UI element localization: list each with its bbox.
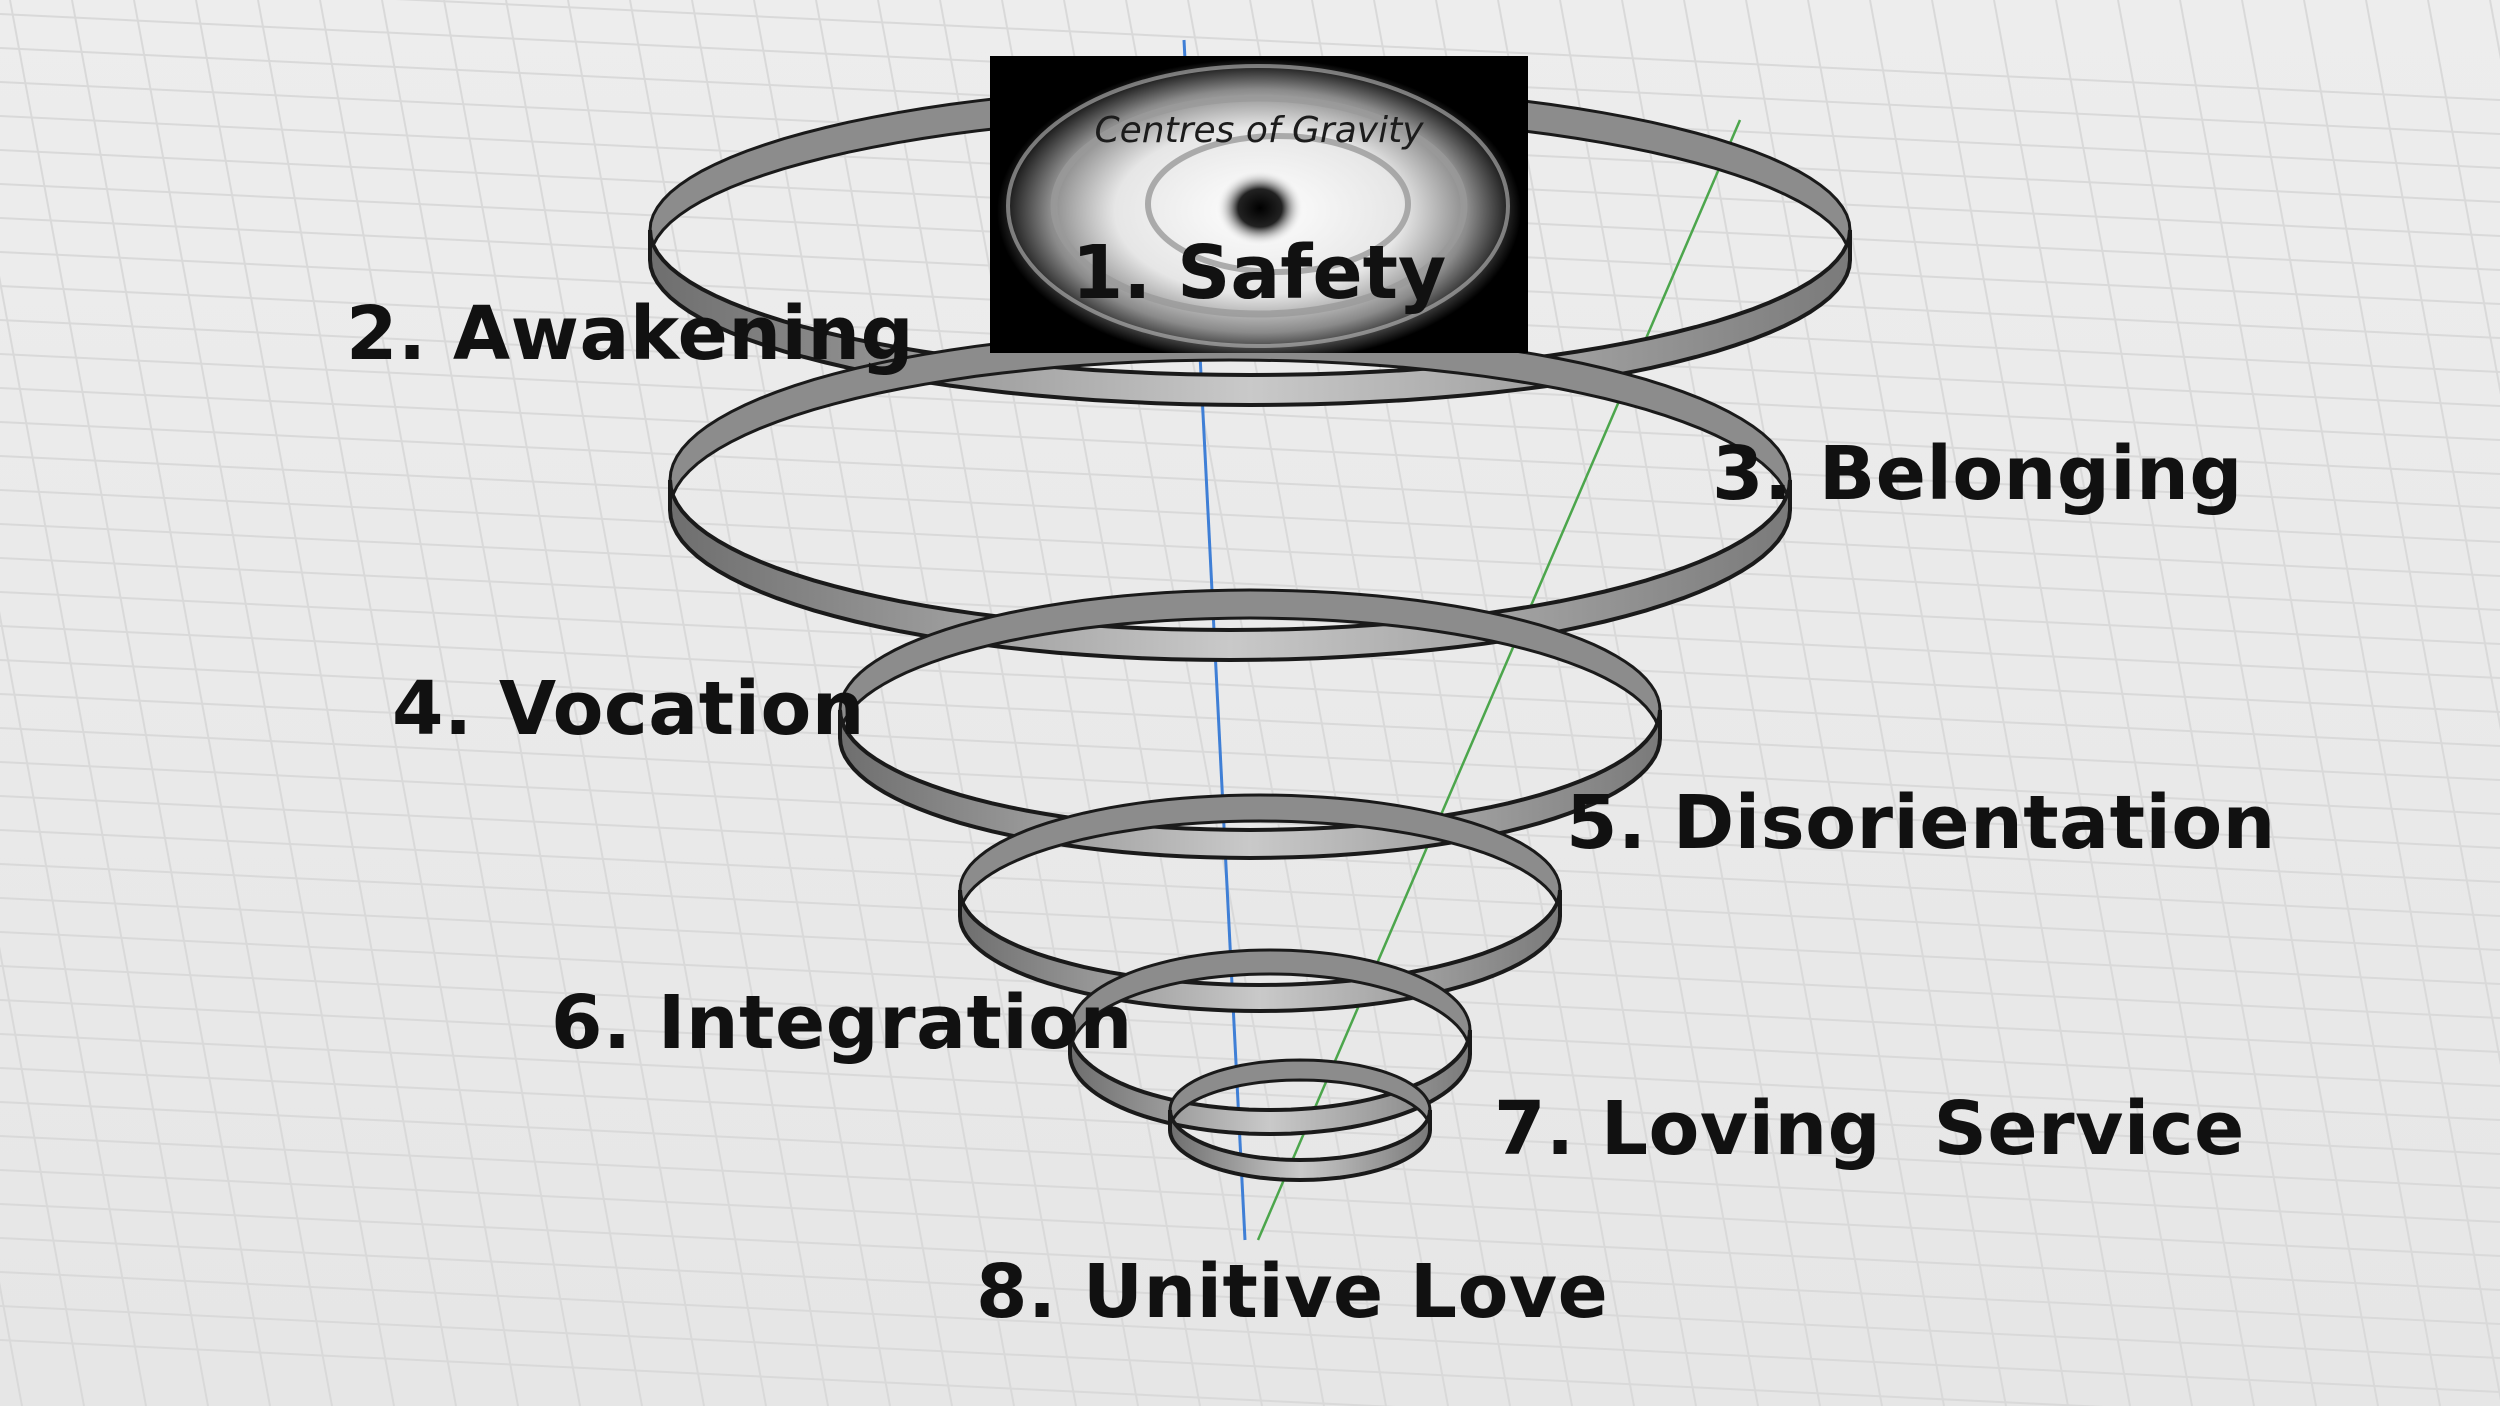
grid-line bbox=[395, 0, 2500, 101]
spiral-ribbon bbox=[648, 83, 1852, 1183]
grid-line bbox=[381, 0, 643, 1407]
grid-line bbox=[0, 1033, 2500, 1155]
grid-line bbox=[71, 0, 333, 1407]
grid-line bbox=[1931, 0, 2193, 1407]
grid-line bbox=[2241, 0, 2500, 1401]
grid-line bbox=[0, 727, 2500, 849]
grid-line bbox=[0, 421, 2500, 543]
grid-line bbox=[0, 1339, 1501, 1411]
grid-line bbox=[257, 0, 519, 1407]
grid-line bbox=[2055, 0, 2317, 1407]
grid-line bbox=[567, 0, 829, 1407]
grid-line bbox=[1993, 0, 2255, 1407]
grid-line bbox=[0, 625, 2500, 747]
grid-line bbox=[939, 0, 1201, 1407]
grid-line bbox=[0, 659, 2500, 781]
grid-line bbox=[1869, 0, 2131, 1407]
grid-line bbox=[195, 0, 457, 1407]
grid-line bbox=[2117, 0, 2379, 1407]
grid-line bbox=[1559, 0, 1821, 1407]
grid-line bbox=[1497, 0, 1759, 1407]
grid-line bbox=[505, 0, 767, 1407]
grid-line bbox=[2303, 0, 2500, 1066]
grid-line bbox=[1745, 0, 2007, 1407]
grid-line bbox=[0, 999, 2500, 1121]
grid-line bbox=[0, 965, 2500, 1087]
grid-line bbox=[1683, 0, 1945, 1407]
grid-line bbox=[0, 610, 147, 1407]
logo-caption: Centres of Gravity bbox=[1094, 110, 1424, 151]
vertical-axis-green bbox=[1256, 119, 1742, 1241]
stage-5-disorientation-label: 5. Disorientation bbox=[1566, 780, 2276, 866]
grid-line bbox=[0, 693, 2500, 815]
grid-line bbox=[0, 1237, 2500, 1359]
grid-line bbox=[629, 0, 891, 1407]
grid-line bbox=[753, 0, 1015, 1407]
grid-line bbox=[815, 0, 1077, 1407]
stage-1-safety-label: 1. Safety bbox=[1071, 230, 1447, 316]
stage-4-vocation-label: 4. Vocation bbox=[392, 666, 865, 752]
grid-line bbox=[0, 353, 2500, 475]
grid-line bbox=[0, 455, 2500, 577]
centres-of-gravity-logo: Centres of Gravity 1. Safety bbox=[990, 56, 1528, 353]
grid-line bbox=[443, 0, 705, 1407]
grid-line bbox=[319, 0, 581, 1407]
ribbon-turn-front bbox=[1168, 1109, 1432, 1183]
grid-line bbox=[2427, 0, 2500, 395]
grid-line bbox=[0, 275, 209, 1407]
stage-7-loving-service-label: 7. Loving Service bbox=[1494, 1086, 2245, 1172]
grid-line bbox=[9, 0, 271, 1407]
gravity-swirl-image bbox=[997, 59, 1521, 353]
grid-line bbox=[0, 1135, 2500, 1257]
stage-6-integration-label: 6. Integration bbox=[551, 980, 1133, 1066]
grid-line bbox=[2365, 0, 2500, 731]
grid-line bbox=[0, 1271, 2500, 1393]
grid-line bbox=[0, 489, 2500, 611]
grid-line bbox=[0, 863, 2500, 985]
grid-line bbox=[133, 0, 395, 1407]
stage-8-unitive-love-label: 8. Unitive Love bbox=[976, 1249, 1609, 1335]
stage-3-belonging-label: 3. Belonging bbox=[1712, 431, 2243, 517]
grid-line bbox=[877, 0, 1139, 1407]
grid-line bbox=[0, 1203, 2500, 1325]
grid-line bbox=[691, 0, 953, 1407]
grid-line bbox=[2179, 0, 2441, 1407]
grid-line bbox=[0, 523, 2500, 645]
stage-2-awakening-label: 2. Awakening bbox=[346, 291, 915, 377]
grid-line bbox=[0, 829, 2500, 951]
grid-line bbox=[1621, 0, 1883, 1407]
grid-line bbox=[0, 946, 85, 1407]
